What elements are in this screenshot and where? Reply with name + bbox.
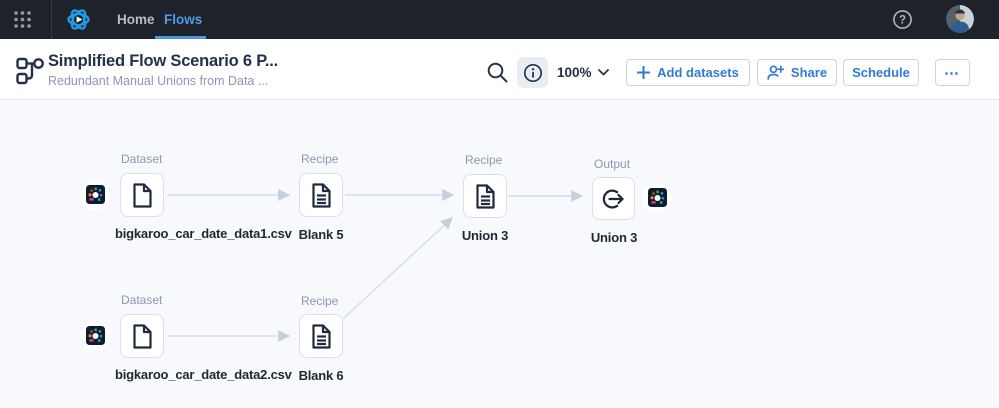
zoom-level-value: 100%: [557, 64, 592, 80]
node-name-label[interactable]: Blank 6: [298, 368, 344, 383]
node-name-label[interactable]: Blank 5: [298, 227, 344, 242]
flow-title[interactable]: Simplified Flow Scenario 6 P...: [48, 52, 279, 70]
node-type-label: Recipe: [301, 152, 339, 166]
node-name-label[interactable]: Union 3: [590, 230, 638, 245]
node-output-union3[interactable]: [592, 177, 635, 220]
node-recipe-blank5[interactable]: [299, 173, 343, 217]
connection-badge-icon[interactable]: [86, 185, 105, 204]
more-menu-button[interactable]: ⋯: [935, 59, 970, 86]
flow-toolbar: Simplified Flow Scenario 6 P... Redundan…: [0, 39, 999, 100]
app-logo-icon[interactable]: [64, 5, 93, 34]
flow-subtitle[interactable]: Redundant Manual Unions from Data ...: [48, 74, 269, 88]
person-plus-icon: [767, 65, 784, 80]
top-app-bar: Home Flows ?: [0, 0, 999, 39]
output-icon: [602, 189, 624, 208]
node-recipe-union3[interactable]: [463, 174, 507, 218]
active-tab-underline: [155, 36, 206, 39]
node-name-label[interactable]: bigkaroo_car_date_data2.csv: [115, 367, 292, 382]
node-type-label: Output: [594, 157, 631, 171]
topbar-divider: [51, 0, 52, 39]
nav-tab-flows[interactable]: Flows: [164, 12, 203, 27]
dataset-file-icon: [132, 182, 152, 208]
app-launcher-icon[interactable]: [13, 10, 32, 29]
plus-icon: [637, 66, 651, 79]
dataset-file-icon: [132, 323, 152, 349]
schedule-button[interactable]: Schedule: [843, 59, 919, 86]
help-icon[interactable]: ?: [892, 9, 913, 30]
user-avatar[interactable]: [946, 5, 974, 33]
add-datasets-label: Add datasets: [657, 65, 739, 80]
node-dataset-2[interactable]: [120, 314, 164, 358]
recipe-icon: [311, 182, 331, 208]
chevron-down-icon: [597, 68, 609, 75]
recipe-icon: [475, 183, 495, 209]
flow-canvas[interactable]: Dataset bigkaroo_car_date_data1.csv Reci…: [0, 100, 999, 408]
node-type-label: Dataset: [121, 293, 163, 307]
flow-edges: [167, 189, 584, 342]
flow-icon: [16, 57, 44, 85]
info-icon: [523, 63, 542, 82]
schedule-label: Schedule: [852, 65, 910, 80]
node-type-label: Recipe: [301, 294, 339, 308]
info-toggle-button[interactable]: [517, 57, 548, 88]
connection-badge-icon[interactable]: [648, 188, 667, 207]
nav-tab-home[interactable]: Home: [117, 12, 155, 27]
zoom-level-dropdown[interactable]: 100%: [557, 57, 609, 87]
svg-text:?: ?: [899, 15, 906, 27]
more-label: ⋯: [944, 64, 961, 82]
search-icon[interactable]: [486, 61, 509, 84]
node-name-label[interactable]: Union 3: [461, 228, 509, 243]
node-dataset-1[interactable]: [120, 173, 164, 217]
share-button[interactable]: Share: [757, 59, 837, 86]
share-label: Share: [790, 65, 828, 80]
add-datasets-button[interactable]: Add datasets: [626, 59, 750, 86]
recipe-icon: [311, 323, 331, 349]
connection-badge-icon[interactable]: [86, 326, 105, 345]
node-recipe-blank6[interactable]: [299, 314, 343, 358]
node-name-label[interactable]: bigkaroo_car_date_data1.csv: [115, 226, 292, 241]
node-type-label: Dataset: [121, 152, 163, 166]
node-type-label: Recipe: [465, 153, 503, 167]
